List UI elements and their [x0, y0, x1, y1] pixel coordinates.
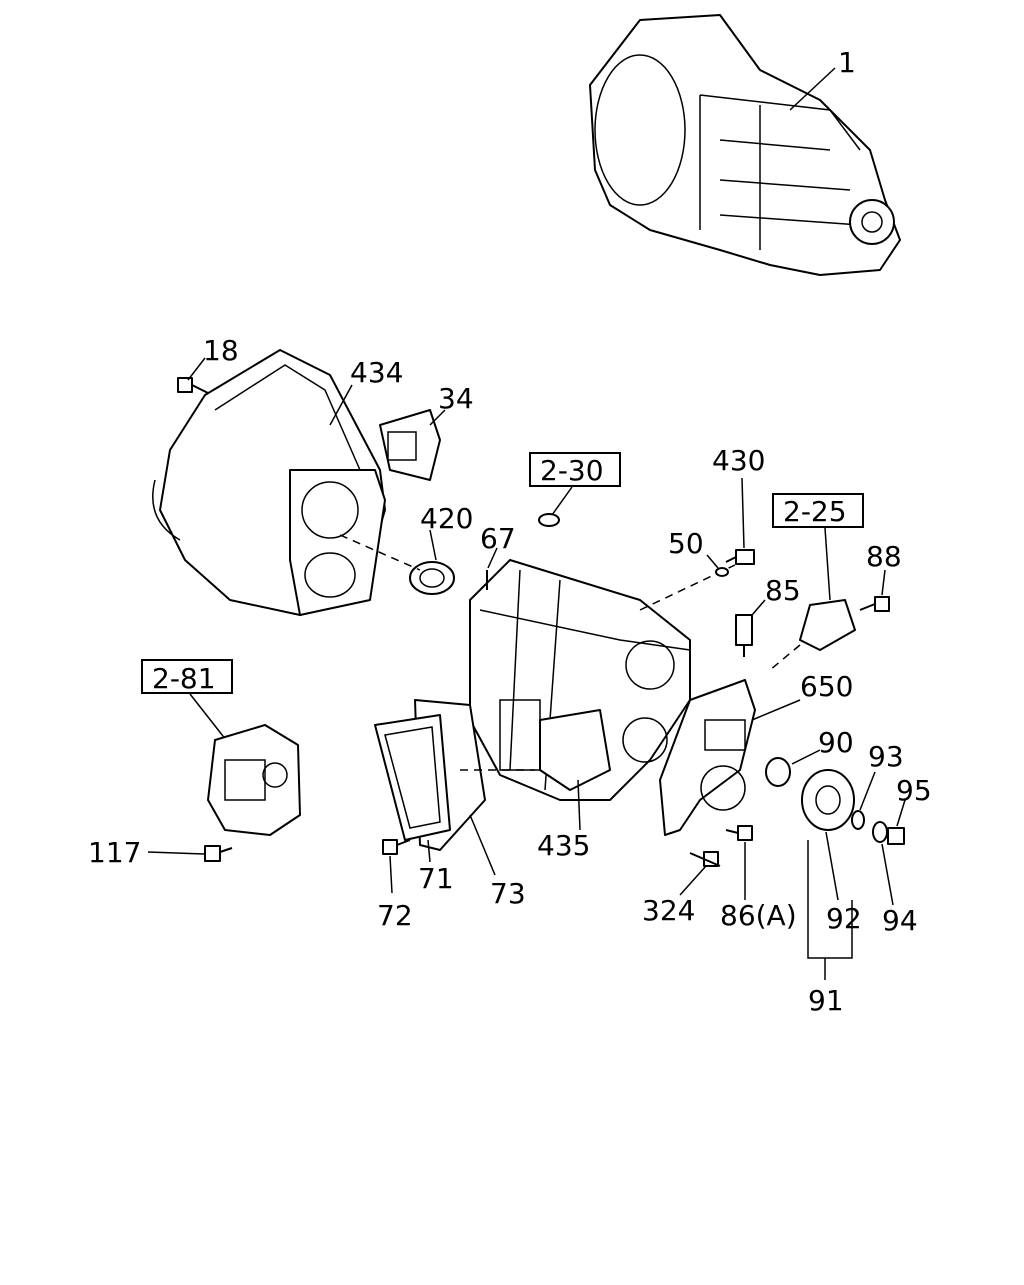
leader-2-25 — [824, 527, 831, 601]
ring-93 — [851, 810, 865, 830]
label-71: 71 — [418, 862, 454, 895]
leader-34 — [429, 409, 446, 426]
label-420: 420 — [420, 502, 473, 535]
label-50: 50 — [668, 527, 704, 560]
leader-90 — [791, 749, 821, 765]
plug-2-30 — [538, 513, 560, 527]
label-72: 72 — [377, 899, 413, 932]
plug-430 — [725, 549, 755, 565]
label-650: 650 — [800, 670, 853, 703]
bolt-88 — [859, 596, 890, 612]
stud-324 — [689, 851, 721, 867]
bolt-86a — [725, 825, 753, 841]
ref-2-81: 2-81 — [152, 662, 216, 695]
axis-420 — [339, 534, 421, 571]
label-86a: 86(A) — [720, 899, 797, 932]
leader-430 — [741, 477, 745, 549]
boot-34 — [379, 409, 441, 481]
switch-85 — [735, 614, 753, 657]
leader-117 — [147, 851, 205, 855]
label-324: 324 — [642, 894, 695, 927]
leader-1 — [789, 67, 836, 111]
label-18: 18 — [203, 334, 239, 367]
label-73: 73 — [490, 877, 526, 910]
leader-92 — [825, 831, 839, 901]
rear-cover-650 — [659, 679, 756, 836]
label-95: 95 — [896, 774, 932, 807]
label-90: 90 — [818, 726, 854, 759]
label-117: 117 — [88, 836, 141, 869]
washer-94 — [872, 821, 888, 843]
leader-434 — [329, 384, 353, 426]
leader-18 — [187, 357, 206, 381]
ref-box-2-25 — [772, 493, 864, 528]
leader-71 — [427, 839, 431, 863]
leader-93 — [859, 771, 876, 811]
leader-88 — [881, 569, 886, 596]
ref-box-2-30 — [529, 452, 621, 487]
leader-73 — [469, 814, 496, 876]
transmission-case — [469, 559, 691, 801]
leader-2-30 — [551, 486, 573, 516]
label-85: 85 — [765, 574, 801, 607]
leader-650 — [751, 699, 801, 721]
label-92: 92 — [826, 902, 862, 935]
seal-90 — [765, 757, 791, 787]
label-91: 91 — [808, 984, 844, 1017]
label-1: 1 — [838, 46, 856, 79]
leader-94 — [881, 843, 894, 906]
ref-2-30: 2-30 — [540, 454, 604, 487]
ref-box-2-81 — [141, 659, 233, 694]
leader-324 — [679, 865, 707, 896]
leader-95 — [896, 799, 906, 827]
seal-420 — [409, 561, 455, 595]
bolt-18 — [177, 377, 209, 394]
leader-72 — [389, 855, 393, 894]
label-93: 93 — [868, 740, 904, 773]
washer-50 — [715, 567, 729, 577]
transmission-assembly — [589, 14, 901, 276]
label-434: 434 — [350, 356, 403, 389]
label-88: 88 — [866, 540, 902, 573]
leader-435 — [577, 779, 581, 831]
label-67: 67 — [480, 522, 516, 555]
nut-95 — [887, 827, 905, 845]
leader-420 — [429, 529, 437, 561]
leader-67 — [487, 547, 498, 569]
ref-2-25: 2-25 — [783, 495, 847, 528]
flange-92 — [801, 769, 855, 831]
speedo-sleeve-2-25 — [769, 599, 856, 671]
label-430: 430 — [712, 444, 765, 477]
leader-85 — [751, 599, 766, 616]
bracket-91 — [807, 840, 853, 980]
clutch-housing — [152, 349, 386, 616]
bolt-72 — [382, 839, 411, 855]
bolt-117 — [204, 845, 233, 862]
leader-50 — [706, 554, 719, 569]
label-94: 94 — [882, 904, 918, 937]
label-435: 435 — [537, 829, 590, 862]
label-34: 34 — [438, 382, 474, 415]
pto-2-81 — [207, 724, 301, 836]
cover-71 — [374, 714, 451, 841]
